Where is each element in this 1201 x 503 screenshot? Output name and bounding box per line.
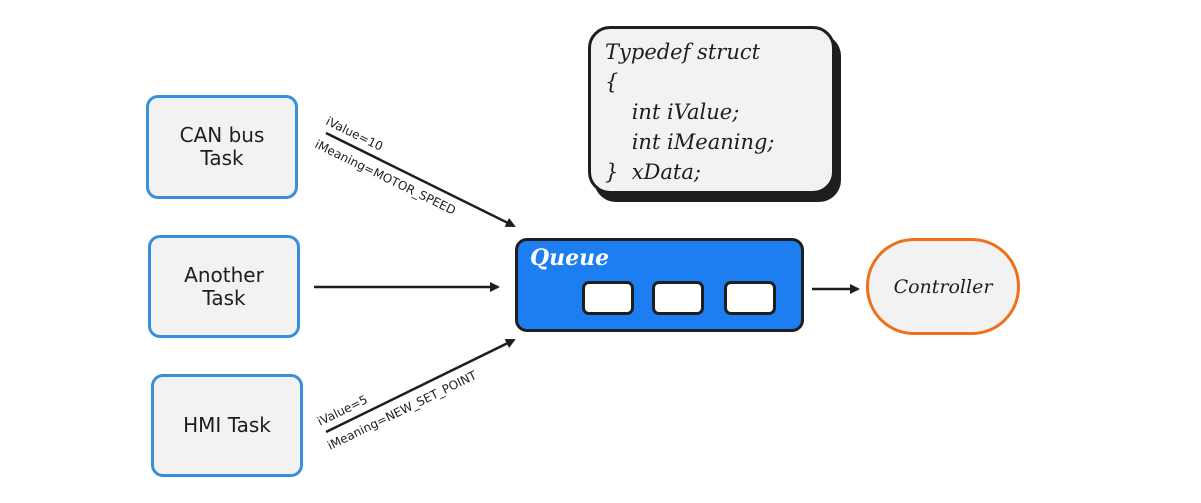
struct-line-1: Typedef struct	[605, 40, 761, 64]
queue-slot	[582, 281, 634, 315]
hmi-to-queue-arrow	[325, 338, 516, 434]
struct-line-3: int iValue;	[605, 100, 740, 124]
can-bus-task-line1: CAN bus	[179, 123, 265, 147]
another-task-box: Another Task	[148, 235, 300, 338]
another-task-line1: Another	[184, 262, 264, 287]
queue-title: Queue	[530, 245, 610, 271]
struct-line-4: int iMeaning;	[605, 130, 775, 154]
struct-line-2: {	[605, 70, 619, 94]
struct-line-5: } xData;	[605, 160, 701, 184]
can-imeaning-label: iMeaning=MOTOR_SPEED	[313, 137, 458, 217]
struct-definition-box: Typedef struct { int iValue; int iMeanin…	[588, 26, 835, 194]
hmi-task-label: HMI Task	[183, 413, 271, 437]
hmi-task-box: HMI Task	[151, 374, 303, 477]
can-to-queue-arrow	[325, 131, 516, 228]
queue-slot	[652, 281, 704, 315]
can-bus-task-line2: Task	[200, 146, 244, 170]
can-bus-task-box: CAN bus Task	[146, 95, 298, 199]
another-task-line2: Task	[202, 285, 246, 310]
queue-box: Queue	[515, 238, 804, 332]
controller-box: Controller	[866, 238, 1020, 335]
controller-label: Controller	[893, 275, 993, 298]
queue-slot	[724, 281, 776, 315]
